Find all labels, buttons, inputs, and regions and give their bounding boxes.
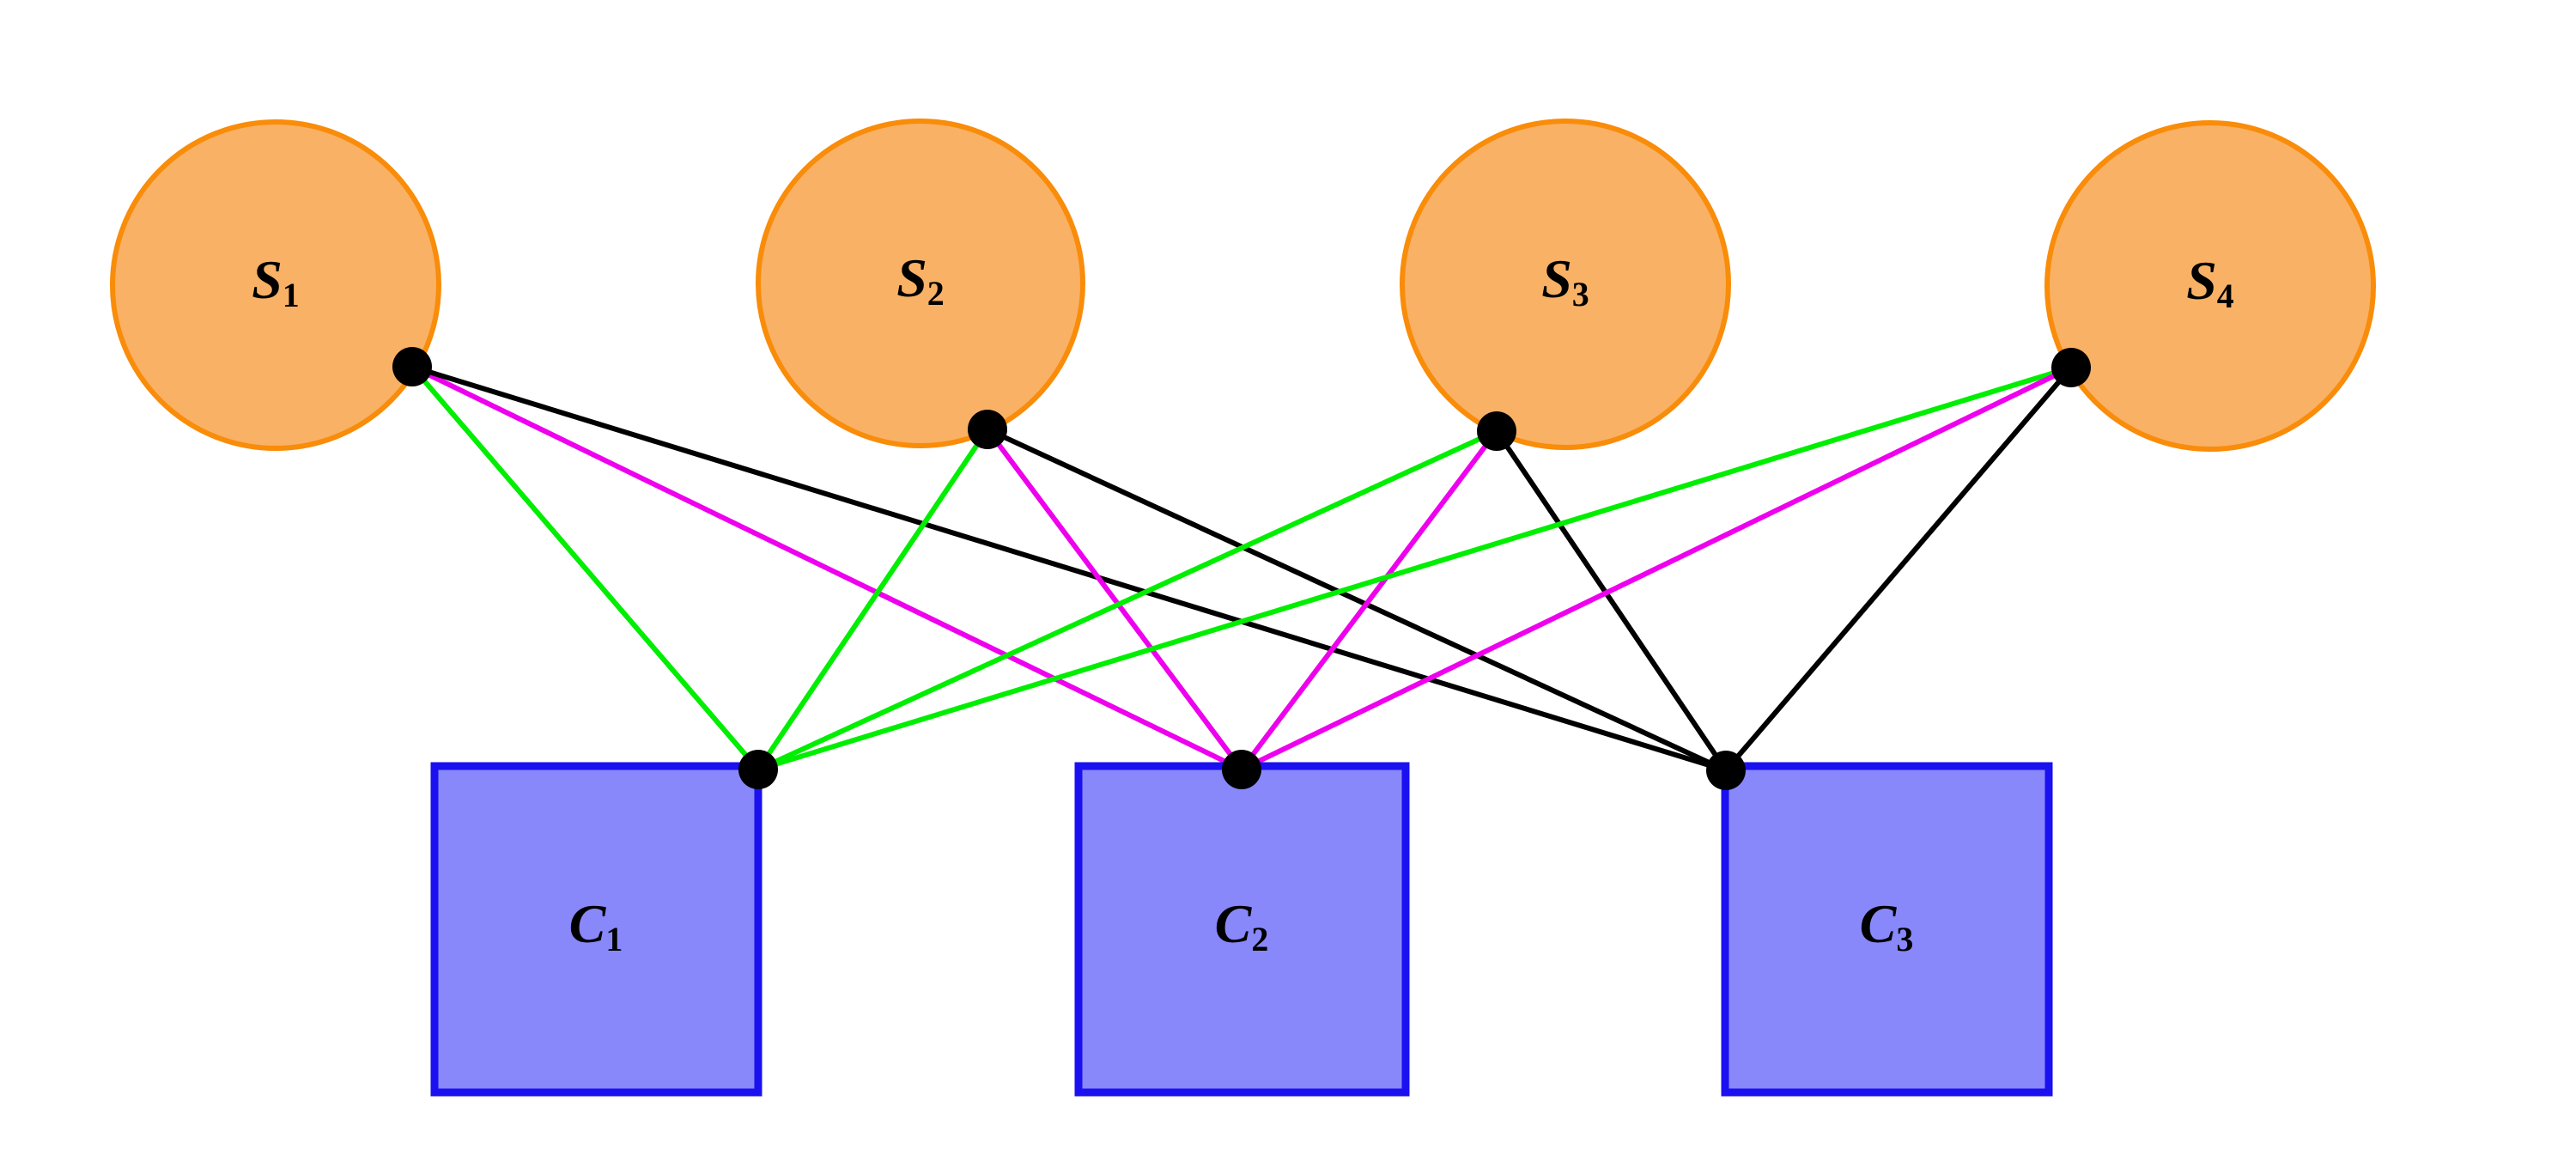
label-subscript-s4: 4 xyxy=(2217,277,2234,315)
edge-s2-c1 xyxy=(756,428,990,771)
port-dot-layer xyxy=(392,347,2091,790)
port-dot-s4[interactable] xyxy=(2051,348,2091,387)
edge-s3-c1 xyxy=(756,429,1498,772)
port-dot-c2[interactable] xyxy=(1222,750,1261,789)
edge-s3-c3 xyxy=(1494,429,1728,772)
label-subscript-s1: 1 xyxy=(283,276,300,314)
edge-s4-c3 xyxy=(1723,366,2074,772)
label-base-c3: C xyxy=(1860,893,1898,954)
label-base-s4: S xyxy=(2186,250,2217,311)
set-node-label-s3: S3 xyxy=(1541,248,1589,314)
label-subscript-s2: 2 xyxy=(927,274,945,313)
cluster-node-label-c2: C2 xyxy=(1215,893,1269,959)
label-subscript-c2: 2 xyxy=(1251,920,1268,958)
set-node-s1[interactable] xyxy=(110,119,441,451)
label-subscript-c3: 3 xyxy=(1896,920,1913,958)
cluster-node-c2[interactable] xyxy=(1074,762,1410,1097)
port-dot-s2[interactable] xyxy=(968,410,1007,449)
edge-s4-c1 xyxy=(757,365,2072,772)
port-dot-s3[interactable] xyxy=(1477,411,1516,451)
cluster-node-label-c1: C1 xyxy=(569,893,623,959)
cluster-node-c3[interactable] xyxy=(1721,762,2053,1097)
port-dot-c3[interactable] xyxy=(1706,751,1746,790)
label-base-s1: S xyxy=(252,249,283,310)
cluster-node-c1[interactable] xyxy=(430,762,762,1097)
label-base-c1: C xyxy=(569,893,607,954)
edge-layer xyxy=(410,364,2074,773)
set-node-label-s2: S2 xyxy=(896,247,945,313)
label-base-s3: S xyxy=(1541,248,1572,309)
edge-s2-c3 xyxy=(986,427,1728,773)
edge-s3-c2 xyxy=(1239,429,1499,771)
bottom-node-shape-layer xyxy=(430,762,2053,1097)
edge-s1-c3 xyxy=(411,364,1727,773)
set-node-label-s4: S4 xyxy=(2186,250,2234,316)
set-node-s4[interactable] xyxy=(2044,120,2376,452)
port-dot-c1[interactable] xyxy=(738,750,778,789)
port-dot-s1[interactable] xyxy=(392,347,432,386)
cluster-node-label-c3: C3 xyxy=(1860,893,1914,959)
edge-s1-c1 xyxy=(410,365,761,771)
edge-s1-c2 xyxy=(410,364,1243,772)
label-subscript-c1: 1 xyxy=(605,920,623,958)
set-node-s2[interactable] xyxy=(756,119,1085,448)
edge-s4-c2 xyxy=(1240,365,2073,772)
label-base-c2: C xyxy=(1215,893,1253,954)
top-node-shape-layer xyxy=(110,119,2376,452)
label-subscript-s3: 3 xyxy=(1572,275,1589,313)
set-node-s3[interactable] xyxy=(1400,119,1731,450)
edge-s2-c2 xyxy=(985,428,1244,771)
label-base-s2: S xyxy=(896,247,927,308)
set-node-label-s1: S1 xyxy=(252,249,300,315)
